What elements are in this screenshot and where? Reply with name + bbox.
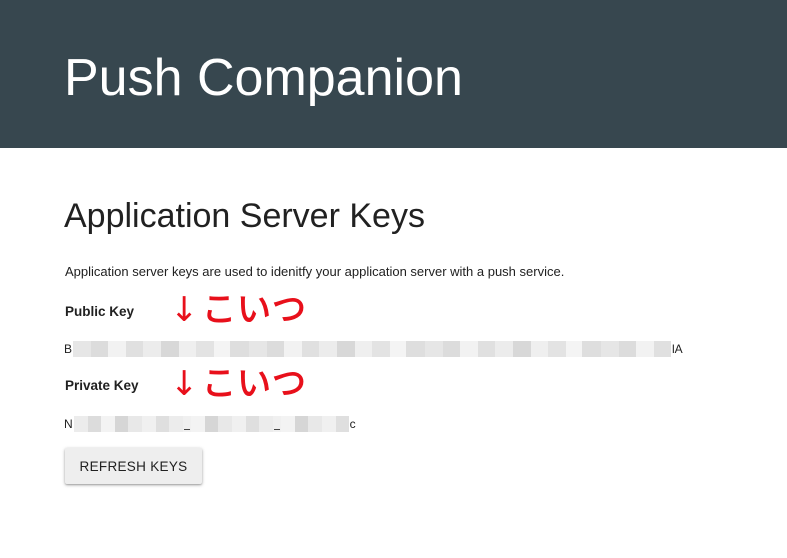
redaction-cell bbox=[190, 416, 205, 432]
redaction-cell bbox=[126, 341, 144, 357]
redaction-cell bbox=[114, 416, 128, 432]
redaction-cell bbox=[425, 341, 444, 357]
redaction-cell bbox=[87, 416, 101, 432]
redaction-cell bbox=[168, 416, 183, 432]
redaction-cell bbox=[335, 416, 349, 432]
redaction-cell bbox=[245, 416, 259, 432]
redaction-cell bbox=[294, 416, 308, 432]
redaction-cell bbox=[355, 341, 373, 357]
redaction-cell bbox=[127, 416, 142, 432]
down-arrow-icon: ↓ bbox=[170, 290, 199, 330]
redaction-cell bbox=[73, 416, 88, 432]
redaction-cell bbox=[513, 341, 532, 357]
redaction-cell bbox=[619, 341, 637, 357]
redaction-cell bbox=[478, 341, 496, 357]
redaction-cell bbox=[161, 341, 180, 357]
redaction-cell bbox=[548, 341, 567, 357]
annotation-note: こいつ bbox=[202, 290, 307, 330]
private-key-redacted bbox=[73, 416, 349, 432]
section-title: Application Server Keys bbox=[64, 197, 425, 235]
refresh-keys-button[interactable]: REFRESH KEYS bbox=[65, 448, 202, 484]
redaction-cell bbox=[155, 416, 169, 432]
redaction-cell bbox=[601, 341, 620, 357]
redaction-cell bbox=[267, 341, 285, 357]
section-description: Application server keys are used to iden… bbox=[65, 264, 565, 279]
private-key-start: N bbox=[64, 417, 73, 431]
redaction-cell bbox=[230, 341, 250, 357]
redaction-cell bbox=[654, 341, 672, 357]
redaction-cell bbox=[214, 341, 231, 357]
redaction-cell bbox=[636, 341, 655, 357]
app-title: Push Companion bbox=[64, 49, 463, 107]
redaction-cell bbox=[280, 416, 295, 432]
redaction-cell bbox=[100, 416, 115, 432]
private-key-value[interactable]: N c bbox=[64, 416, 356, 432]
down-arrow-icon: ↓ bbox=[170, 364, 199, 404]
app-header: Push Companion bbox=[0, 0, 787, 148]
public-key-annotation: ↓ こいつ bbox=[170, 288, 307, 332]
annotation-note: こいつ bbox=[202, 364, 307, 404]
private-key-annotation: ↓ こいつ bbox=[170, 362, 307, 406]
redaction-cell bbox=[196, 341, 215, 357]
redaction-cell bbox=[443, 341, 461, 357]
redaction-cell bbox=[249, 341, 268, 357]
redaction-cell bbox=[179, 341, 197, 357]
redaction-cell bbox=[460, 341, 479, 357]
redaction-cell bbox=[204, 416, 218, 432]
private-key-end: c bbox=[349, 417, 356, 431]
redaction-cell bbox=[231, 416, 246, 432]
redaction-cell bbox=[321, 416, 336, 432]
redaction-cell bbox=[73, 341, 92, 357]
redaction-cell bbox=[566, 341, 583, 357]
redaction-cell bbox=[108, 341, 127, 357]
redaction-cell bbox=[272, 416, 281, 432]
public-key-label: Public Key bbox=[65, 304, 135, 319]
redaction-cell bbox=[307, 416, 322, 432]
redaction-cell bbox=[531, 341, 549, 357]
private-key-label: Private Key bbox=[65, 378, 139, 393]
redaction-cell bbox=[406, 341, 426, 357]
redaction-cell bbox=[390, 341, 407, 357]
redaction-cell bbox=[258, 416, 273, 432]
redaction-cell bbox=[582, 341, 602, 357]
redaction-cell bbox=[319, 341, 338, 357]
public-key-redacted bbox=[73, 341, 672, 357]
redaction-cell bbox=[182, 416, 191, 432]
redaction-cell bbox=[337, 341, 356, 357]
redaction-cell bbox=[495, 341, 514, 357]
redaction-cell bbox=[91, 341, 109, 357]
public-key-end: lA bbox=[672, 342, 683, 356]
redaction-cell bbox=[302, 341, 320, 357]
redaction-cell bbox=[141, 416, 156, 432]
redaction-cell bbox=[143, 341, 162, 357]
public-key-value[interactable]: B lA bbox=[64, 341, 683, 357]
redaction-cell bbox=[372, 341, 391, 357]
redaction-cell bbox=[217, 416, 232, 432]
public-key-start: B bbox=[64, 342, 73, 356]
redaction-cell bbox=[284, 341, 303, 357]
